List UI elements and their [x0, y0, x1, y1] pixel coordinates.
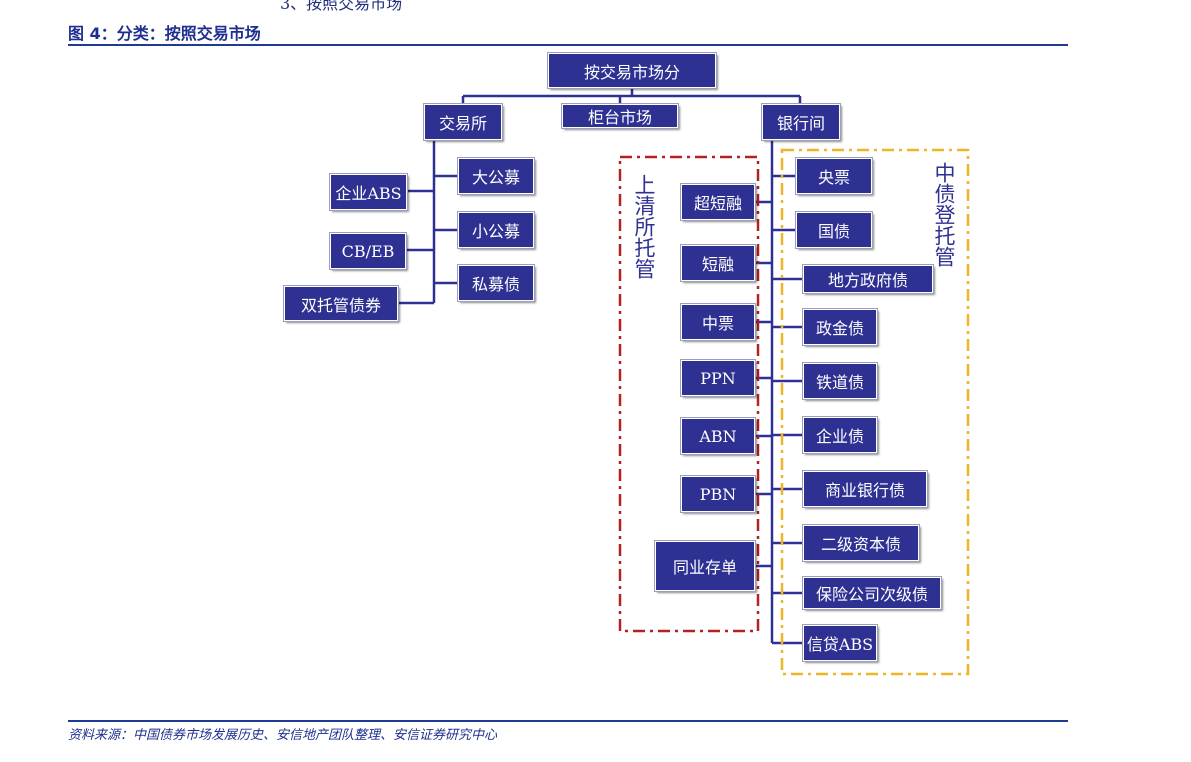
shanghai-item: 同业存单	[655, 541, 755, 591]
central-item: 地方政府债	[803, 265, 933, 293]
central-item: 保险公司次级债	[803, 577, 941, 609]
shanghai-clearing-frame	[618, 155, 760, 633]
central-item: 政金债	[803, 309, 877, 345]
central-item: 商业银行债	[803, 471, 927, 507]
exchange-left-item: 双托管债券	[284, 286, 398, 321]
footer-divider	[68, 720, 1068, 722]
branch-interbank: 银行间	[762, 104, 840, 140]
central-depository-label: 中债登托管	[932, 162, 956, 267]
root-node: 按交易市场分	[548, 53, 716, 88]
central-item: 企业债	[803, 417, 877, 453]
exchange-right-item: 私募债	[458, 265, 534, 301]
shanghai-clearing-label: 上清所托管	[632, 174, 656, 279]
exchange-left-item: 企业ABS	[330, 174, 407, 210]
central-item: 铁道债	[803, 363, 877, 399]
central-item: 国债	[796, 212, 872, 248]
shanghai-item: 短融	[681, 245, 755, 281]
branch-exchange: 交易所	[424, 104, 502, 140]
central-item: 信贷ABS	[803, 625, 877, 661]
shanghai-item: 中票	[681, 304, 755, 340]
shanghai-item: PPN	[681, 360, 755, 396]
shanghai-item: ABN	[681, 418, 755, 454]
exchange-left-item: CB/EB	[330, 233, 406, 269]
central-depository-frame	[780, 148, 970, 676]
branch-otc: 柜台市场	[562, 104, 678, 128]
central-item: 二级资本债	[803, 525, 919, 561]
shanghai-item: 超短融	[681, 184, 755, 220]
central-item: 央票	[796, 158, 872, 194]
title-divider	[68, 44, 1068, 46]
source-note: 资料来源：中国债券市场发展历史、安信地产团队整理、安信证券研究中心	[68, 728, 498, 743]
section-heading-partial: 3、按照交易市场	[280, 0, 403, 13]
exchange-right-item: 小公募	[458, 212, 534, 248]
figure-title: 图 4：分类：按照交易市场	[68, 24, 261, 43]
shanghai-item: PBN	[681, 476, 755, 512]
exchange-right-item: 大公募	[458, 158, 534, 194]
